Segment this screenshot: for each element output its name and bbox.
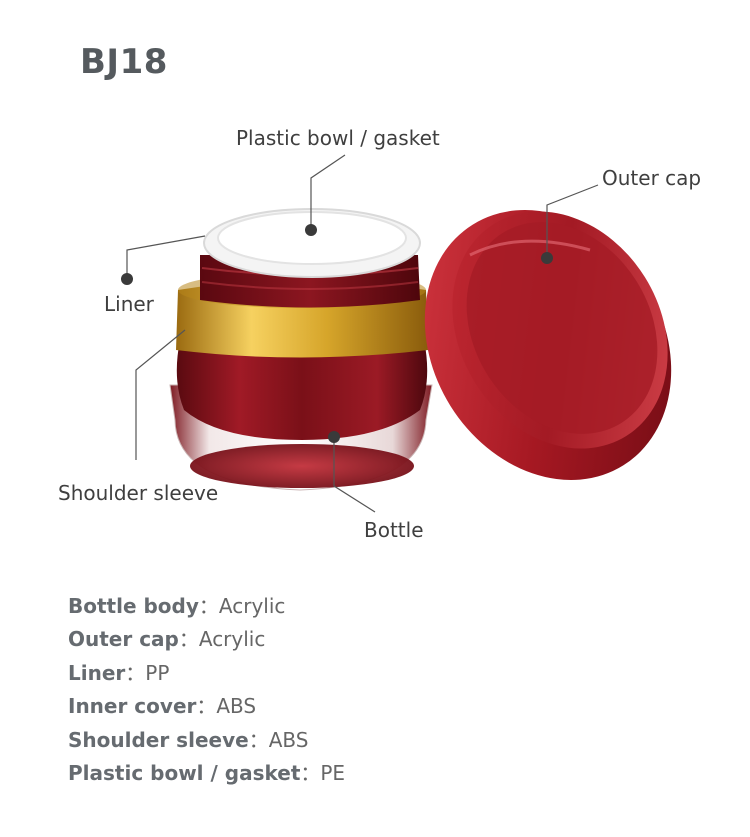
spec-part: Plastic bowl / gasket <box>68 761 301 786</box>
spec-row-inner-cover: Inner cover：ABS <box>68 690 345 723</box>
spec-separator: ： <box>248 727 269 752</box>
bowl-marker <box>305 224 317 236</box>
spec-material: PP <box>145 660 170 685</box>
spec-part: Bottle body <box>68 594 199 618</box>
material-specs-list: Bottle body：Acrylic Outer cap：Acrylic Li… <box>68 590 345 790</box>
spec-separator: ： <box>125 660 146 685</box>
spec-separator: ： <box>198 594 219 618</box>
spec-part: Outer cap <box>68 627 179 652</box>
spec-row-outer-cap: Outer cap：Acrylic <box>68 623 345 656</box>
spec-separator: ： <box>300 761 321 786</box>
spec-material: ABS <box>268 727 309 752</box>
spec-material: Acrylic <box>218 594 286 618</box>
plastic-bowl-label: Plastic bowl / gasket <box>236 126 440 150</box>
spec-material: Acrylic <box>198 627 266 652</box>
cap-marker <box>541 252 553 264</box>
spec-material: PE <box>320 761 346 786</box>
spec-row-liner: Liner：PP <box>68 657 345 690</box>
spec-material: ABS <box>216 694 257 719</box>
spec-part: Shoulder sleeve <box>68 727 249 752</box>
spec-part: Inner cover <box>68 694 197 719</box>
liner-label: Liner <box>104 292 154 316</box>
outer-cap-label: Outer cap <box>602 166 702 190</box>
liner-marker <box>121 273 133 285</box>
spec-row-bottle-body: Bottle body：Acrylic <box>68 590 345 623</box>
spec-part: Liner <box>68 660 126 685</box>
spec-separator: ： <box>196 694 217 719</box>
bottle-marker <box>328 431 340 443</box>
leader-lines <box>126 154 599 513</box>
bottle-label: Bottle <box>364 518 424 542</box>
product-code-title: BJ18 <box>80 42 168 82</box>
spec-row-shoulder-sleeve: Shoulder sleeve：ABS <box>68 724 345 757</box>
spec-separator: ： <box>178 627 199 652</box>
shoulder-sleeve-label: Shoulder sleeve <box>58 481 219 505</box>
spec-row-plastic-bowl: Plastic bowl / gasket：PE <box>68 757 345 790</box>
jar-diagram <box>121 154 672 513</box>
